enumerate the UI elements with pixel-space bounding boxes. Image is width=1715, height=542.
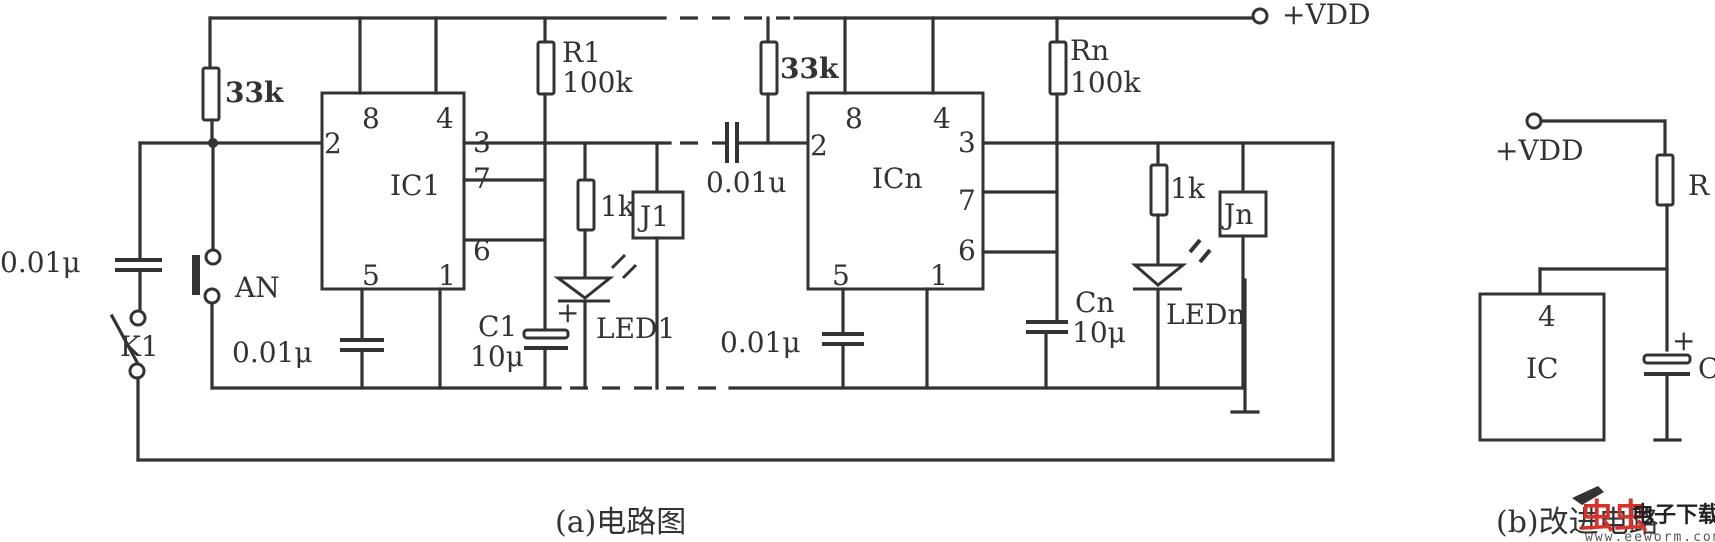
led1-label: LED1	[596, 312, 675, 345]
relay-j1-label: J1	[637, 200, 669, 233]
capacitor-c1	[522, 328, 570, 340]
ledn	[1130, 263, 1188, 287]
vdd-label-b: +VDD	[1495, 134, 1584, 167]
led1-light-arrows	[610, 253, 638, 280]
relay-j1	[631, 190, 685, 240]
capacitor-c-plus: +	[1672, 324, 1695, 357]
icn-pin-3: 3	[958, 126, 976, 159]
ic-b-label: IC	[1526, 352, 1558, 385]
relay-jn-label: Jn	[1221, 198, 1253, 231]
input-capacitor-label: 0.01μ	[0, 246, 81, 279]
switch-k1-label: K1	[120, 330, 159, 363]
resistor-r1	[536, 40, 556, 96]
icn-pin-1: 1	[930, 259, 948, 292]
icn-pin-6: 6	[958, 234, 976, 267]
resistor-1k-1	[576, 178, 596, 232]
resistor-r1-value: 100k	[562, 66, 633, 99]
vdd-terminal	[1251, 7, 1269, 25]
resistor-r	[1655, 153, 1675, 207]
icn-label: ICn	[872, 162, 923, 195]
capacitor-cn-name: Cn	[1075, 286, 1114, 319]
watermark-site: 电子下载站	[1632, 502, 1715, 528]
vdd-label: +VDD	[1282, 0, 1371, 31]
button-an-terminal-bottom	[203, 287, 221, 305]
resistor-rn-name: Rn	[1070, 34, 1109, 67]
ic1-label: IC1	[390, 169, 440, 202]
resistor-33k-n-label: 33k	[780, 52, 839, 85]
capacitor-c	[1642, 353, 1692, 365]
resistor-33k-n	[759, 40, 779, 96]
icn: 8 4 2 3 7 6 5 1 ICn 0.01μ	[720, 16, 1335, 390]
ledn-light-arrows	[1188, 238, 1212, 264]
ic1-pin-8: 8	[362, 102, 380, 135]
graduation-cap-icon	[1572, 486, 1604, 505]
icn-pin-5: 5	[832, 259, 850, 292]
capacitor-cn-value: 10μ	[1072, 316, 1126, 349]
icn-pin5-capacitor-label: 0.01μ	[720, 326, 801, 359]
icn-pin-4: 4	[933, 102, 951, 135]
vdd-terminal-b	[1525, 112, 1543, 130]
capacitor-c1-name: C1	[478, 310, 517, 343]
resistor-rn-value: 100k	[1070, 66, 1141, 99]
icn-pin-2: 2	[810, 129, 828, 162]
watermark-logo: 虫虫	[1580, 497, 1648, 537]
capacitor-c1-plus: +	[556, 296, 579, 329]
ledn-label: LEDn	[1166, 298, 1246, 331]
circuit-a: +VDD 33k 0.01μ K1 AN	[0, 0, 1371, 540]
ic1-pin-5: 5	[362, 259, 380, 292]
ic1-pin-4: 4	[436, 102, 454, 135]
resistor-r-label: R	[1688, 169, 1710, 202]
resistor-rn	[1048, 40, 1068, 96]
switch-k1-terminal-top	[129, 309, 147, 327]
resistor-33k-1	[201, 66, 221, 122]
button-an-terminal-top	[204, 248, 222, 266]
ic1-pin-6: 6	[473, 234, 491, 267]
ic1-pin5-capacitor-label: 0.01μ	[232, 336, 313, 369]
switch-k1	[109, 313, 141, 367]
watermark: 虫虫 电子下载站 www.eeworm.com	[1572, 486, 1715, 542]
ic1-pin-1: 1	[438, 259, 456, 292]
caption-a: (a)电路图	[555, 505, 686, 540]
icn-pin-7: 7	[958, 184, 976, 217]
capacitor-c-label: C	[1698, 352, 1715, 385]
relay-jn	[1218, 190, 1268, 238]
resistor-1k-n	[1149, 163, 1169, 217]
watermark-url: www.eeworm.com	[1585, 530, 1715, 542]
coupling-capacitor-label: 0.01u	[706, 166, 786, 199]
resistor-r1-name: R1	[562, 36, 601, 69]
capacitor-c1-value: 10μ	[470, 340, 524, 373]
vdd-rail: +VDD	[208, 0, 1371, 31]
resistor-1k-n-label: 1k	[1170, 172, 1206, 205]
resistor-1k-1-label: 1k	[600, 190, 636, 223]
ic1-pin-2: 2	[324, 127, 342, 160]
resistor-33k-1-label: 33k	[225, 76, 284, 109]
ic-b-pin-4: 4	[1538, 300, 1556, 333]
button-an	[192, 255, 200, 295]
icn-pin-8: 8	[845, 102, 863, 135]
ic1: 8 4 2 3 7 6 5 1 IC1 0.01μ	[232, 16, 672, 390]
circuit-b: +VDD R 4 IC + C (b)改进电路	[1478, 112, 1715, 540]
ic-b	[1478, 292, 1606, 442]
caption-b: (b)改进电路	[1496, 505, 1659, 540]
led1	[553, 276, 615, 300]
switch-k1-terminal-bottom	[128, 362, 146, 380]
button-an-label: AN	[234, 271, 280, 304]
